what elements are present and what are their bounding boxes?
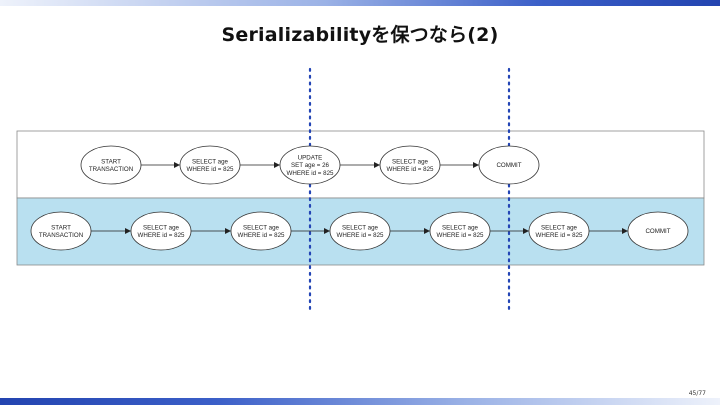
step-ellipse: [30, 211, 92, 251]
step-ellipse: [379, 145, 441, 185]
step-label: SELECT age: [342, 224, 379, 231]
page-number: 45/77: [688, 390, 706, 397]
step-label: WHERE id = 825: [536, 232, 583, 239]
step-ellipse: [230, 211, 292, 251]
step-label: TRANSACTION: [89, 166, 133, 173]
step-ellipse: [627, 211, 689, 251]
step-ellipse: [528, 211, 590, 251]
step-label: UPDATE: [298, 155, 323, 162]
step-label: START: [51, 224, 71, 231]
step-ellipse: [478, 145, 540, 185]
step-label: SELECT age: [192, 158, 229, 165]
step-label: WHERE id = 825: [287, 170, 334, 177]
step-label: WHERE id = 825: [238, 232, 285, 239]
step-label: WHERE id = 825: [387, 166, 434, 173]
step-ellipse: [80, 145, 142, 185]
step-label: COMMIT: [496, 162, 521, 169]
step-ellipse: [329, 211, 391, 251]
step-ellipse: [130, 211, 192, 251]
step-label: SELECT age: [541, 224, 578, 231]
top-accent-bar: [0, 0, 720, 6]
step-label: SELECT age: [392, 158, 429, 165]
step-label: WHERE id = 825: [337, 232, 384, 239]
step-label: SELECT age: [442, 224, 479, 231]
step-label: COMMIT: [645, 228, 670, 235]
step-label: WHERE id = 825: [138, 232, 185, 239]
step-label: WHERE id = 825: [187, 166, 234, 173]
step-ellipse: [179, 145, 241, 185]
slide-title: Serializabilityを保つなら(2): [221, 24, 499, 46]
step-label: SELECT age: [243, 224, 280, 231]
step-label: WHERE id = 825: [437, 232, 484, 239]
step-ellipse: [279, 145, 341, 185]
step-label: TRANSACTION: [39, 232, 83, 239]
step-ellipse: [429, 211, 491, 251]
lane-2-step-7: COMMIT: [627, 211, 689, 251]
lane-1-step-5: COMMIT: [478, 145, 540, 185]
step-label: SET age = 26: [291, 162, 329, 169]
step-label: START: [101, 158, 121, 165]
bottom-accent-bar: [0, 398, 720, 405]
step-label: SELECT age: [143, 224, 180, 231]
